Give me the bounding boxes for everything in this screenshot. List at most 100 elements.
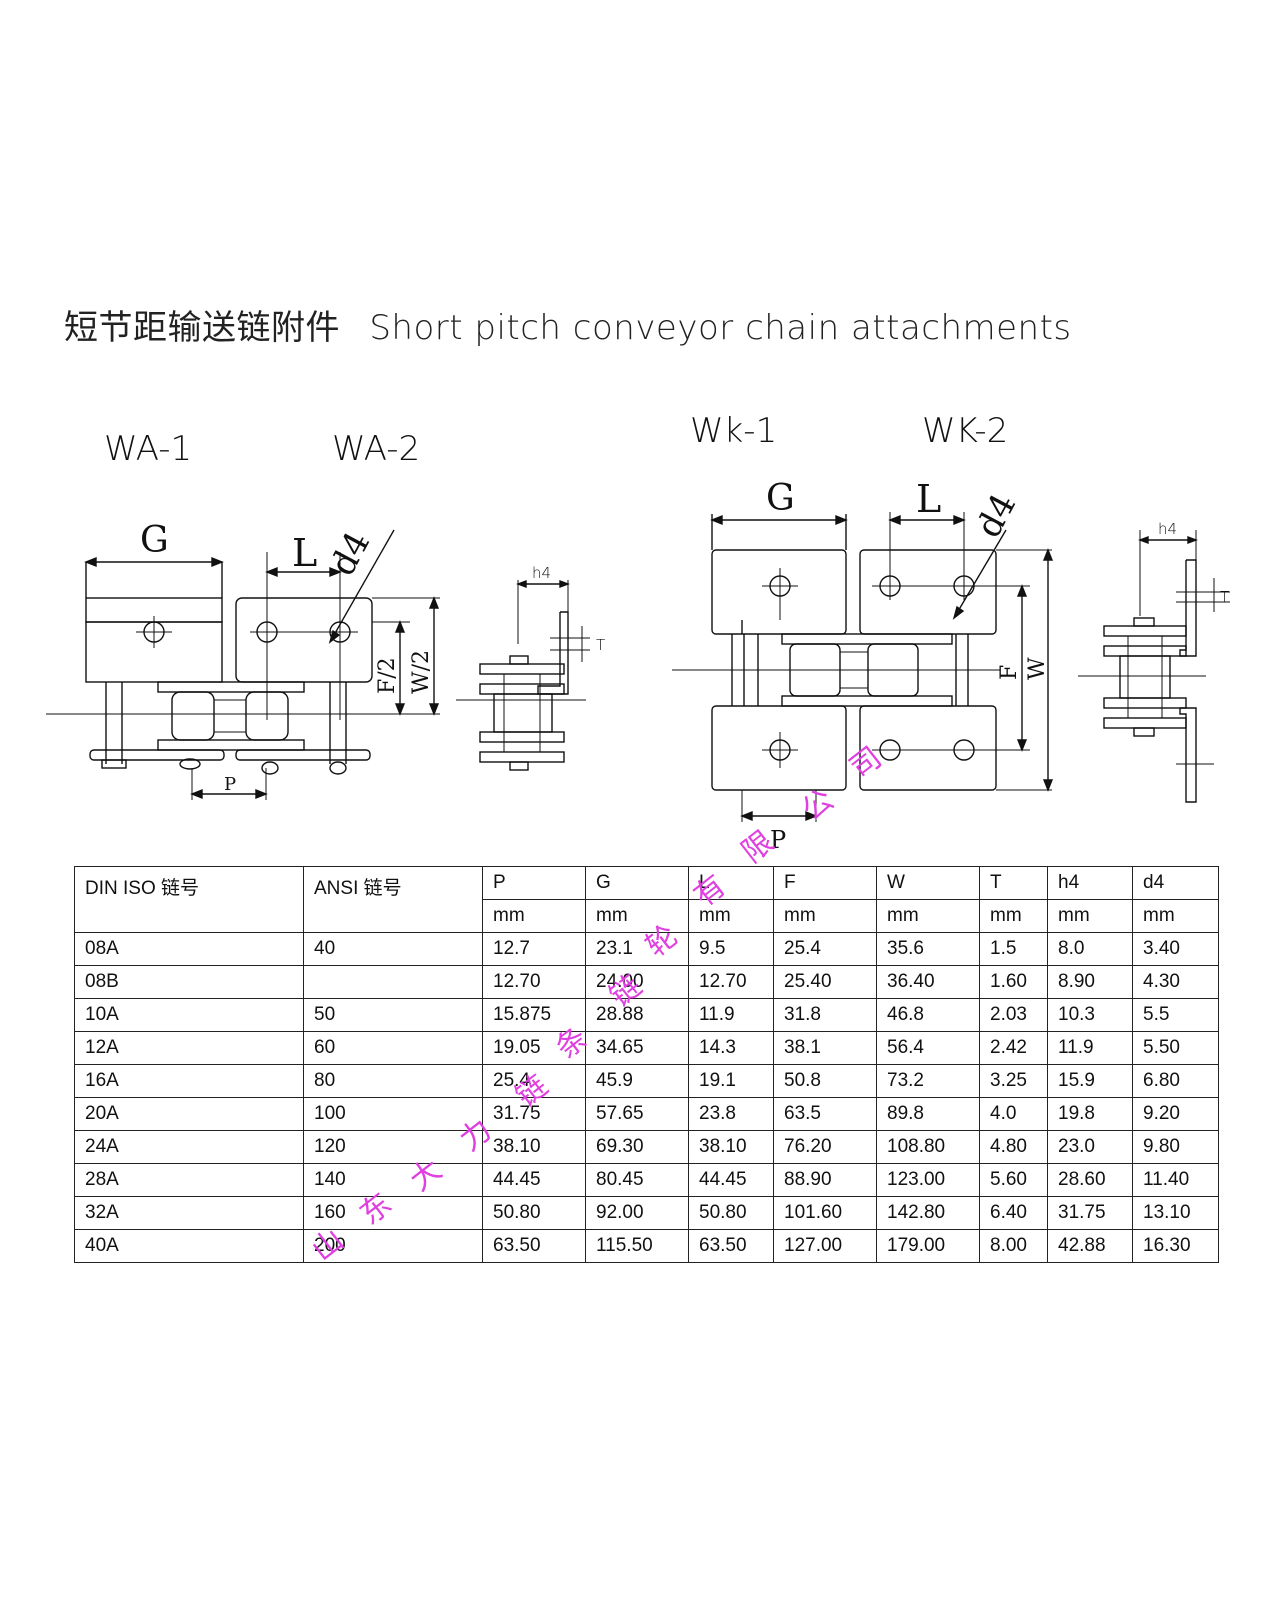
table-cell: 45.9 <box>585 1064 689 1098</box>
table-cell: 20A <box>74 1097 304 1131</box>
unit-cell: mm <box>482 899 586 933</box>
unit-cell: mm <box>979 899 1048 933</box>
table-cell: 3.40 <box>1132 932 1219 966</box>
table-cell: 76.20 <box>773 1130 877 1164</box>
table-cell: 108.80 <box>876 1130 980 1164</box>
table-cell <box>303 965 483 999</box>
table-cell: 92.00 <box>585 1196 689 1230</box>
table-cell: 46.8 <box>876 998 980 1032</box>
table-cell: 73.2 <box>876 1064 980 1098</box>
header-cell: DIN ISO 链号 <box>74 866 304 933</box>
page-title: 短节距输送链附件 Short pitch conveyor chain atta… <box>64 300 1072 349</box>
table-cell: 44.45 <box>688 1163 774 1197</box>
table-cell: 40A <box>74 1229 304 1263</box>
label-wk2: WK-2 <box>922 411 1008 451</box>
table-cell: 4.0 <box>979 1097 1048 1131</box>
header-cell: G <box>585 866 689 900</box>
table-cell: 50.8 <box>773 1064 877 1098</box>
table-cell: 12.70 <box>482 965 586 999</box>
label-wa2: WA-2 <box>332 429 420 469</box>
table-cell: 127.00 <box>773 1229 877 1263</box>
table-cell: 6.80 <box>1132 1064 1219 1098</box>
table-cell: 142.80 <box>876 1196 980 1230</box>
table-cell: 34.65 <box>585 1031 689 1065</box>
label-l-wa: L <box>292 531 317 575</box>
table-cell: 11.9 <box>688 998 774 1032</box>
table-cell: 80.45 <box>585 1163 689 1197</box>
label-w2: W/2 <box>409 650 434 694</box>
label-p-wa: P <box>224 774 236 795</box>
label-p-wk: P <box>770 826 786 850</box>
table-cell: 19.8 <box>1047 1097 1133 1131</box>
table-cell: 60 <box>303 1031 483 1065</box>
table-cell: 2.03 <box>979 998 1048 1032</box>
table-cell: 15.875 <box>482 998 586 1032</box>
unit-cell: mm <box>585 899 689 933</box>
label-g-wk: G <box>766 478 795 519</box>
wk-front-view: Wk-1 WK-2 G L d4 <box>672 411 1054 850</box>
label-d4-wk: d4 <box>969 487 1025 544</box>
header-cell: F <box>773 866 877 900</box>
table-cell: 38.10 <box>482 1130 586 1164</box>
table-cell: 35.6 <box>876 932 980 966</box>
table-cell: 3.25 <box>979 1064 1048 1098</box>
table-cell: 14.3 <box>688 1031 774 1065</box>
header-cell: d4 <box>1132 866 1219 900</box>
table-cell: 101.60 <box>773 1196 877 1230</box>
label-wk1: Wk-1 <box>690 411 777 451</box>
table-cell: 25.4 <box>482 1064 586 1098</box>
table-cell: 50.80 <box>688 1196 774 1230</box>
table-cell: 1.5 <box>979 932 1048 966</box>
table-cell: 8.90 <box>1047 965 1133 999</box>
table-cell: 38.1 <box>773 1031 877 1065</box>
table-cell: 120 <box>303 1130 483 1164</box>
table-cell: 123.00 <box>876 1163 980 1197</box>
table-cell: 10.3 <box>1047 998 1133 1032</box>
table-cell: 36.40 <box>876 965 980 999</box>
table-cell: 57.65 <box>585 1097 689 1131</box>
header-cell: P <box>482 866 586 900</box>
table-cell: 08A <box>74 932 304 966</box>
table-cell: 11.40 <box>1132 1163 1219 1197</box>
label-h4-wk: h4 <box>1158 520 1177 538</box>
table-cell: 28.88 <box>585 998 689 1032</box>
table-cell: 8.0 <box>1047 932 1133 966</box>
table-cell: 16.30 <box>1132 1229 1219 1263</box>
wa-front-view: WA-1 WA-2 G L d4 <box>46 429 440 800</box>
table-cell: 6.40 <box>979 1196 1048 1230</box>
table-cell: 115.50 <box>585 1229 689 1263</box>
table-cell: 12.7 <box>482 932 586 966</box>
table-cell: 32A <box>74 1196 304 1230</box>
header-cell: ANSI 链号 <box>303 866 483 933</box>
table-cell: 10A <box>74 998 304 1032</box>
table-cell: 80 <box>303 1064 483 1098</box>
table-cell: 28.60 <box>1047 1163 1133 1197</box>
table-cell: 12A <box>74 1031 304 1065</box>
unit-cell: mm <box>1047 899 1133 933</box>
header-cell: W <box>876 866 980 900</box>
table-cell: 08B <box>74 965 304 999</box>
table-cell: 40 <box>303 932 483 966</box>
table-cell: 31.75 <box>1047 1196 1133 1230</box>
table-cell: 25.4 <box>773 932 877 966</box>
unit-cell: mm <box>773 899 877 933</box>
wa-side-view: h4 T <box>456 564 605 771</box>
unit-cell: mm <box>688 899 774 933</box>
table-cell: 15.9 <box>1047 1064 1133 1098</box>
label-t-wa: T <box>596 636 605 654</box>
table-cell: 38.10 <box>688 1130 774 1164</box>
table-cell: 23.8 <box>688 1097 774 1131</box>
title-english: Short pitch conveyor chain attachments <box>369 308 1072 348</box>
table-cell: 89.8 <box>876 1097 980 1131</box>
table-cell: 63.50 <box>688 1229 774 1263</box>
table-cell: 4.30 <box>1132 965 1219 999</box>
table-cell: 23.0 <box>1047 1130 1133 1164</box>
